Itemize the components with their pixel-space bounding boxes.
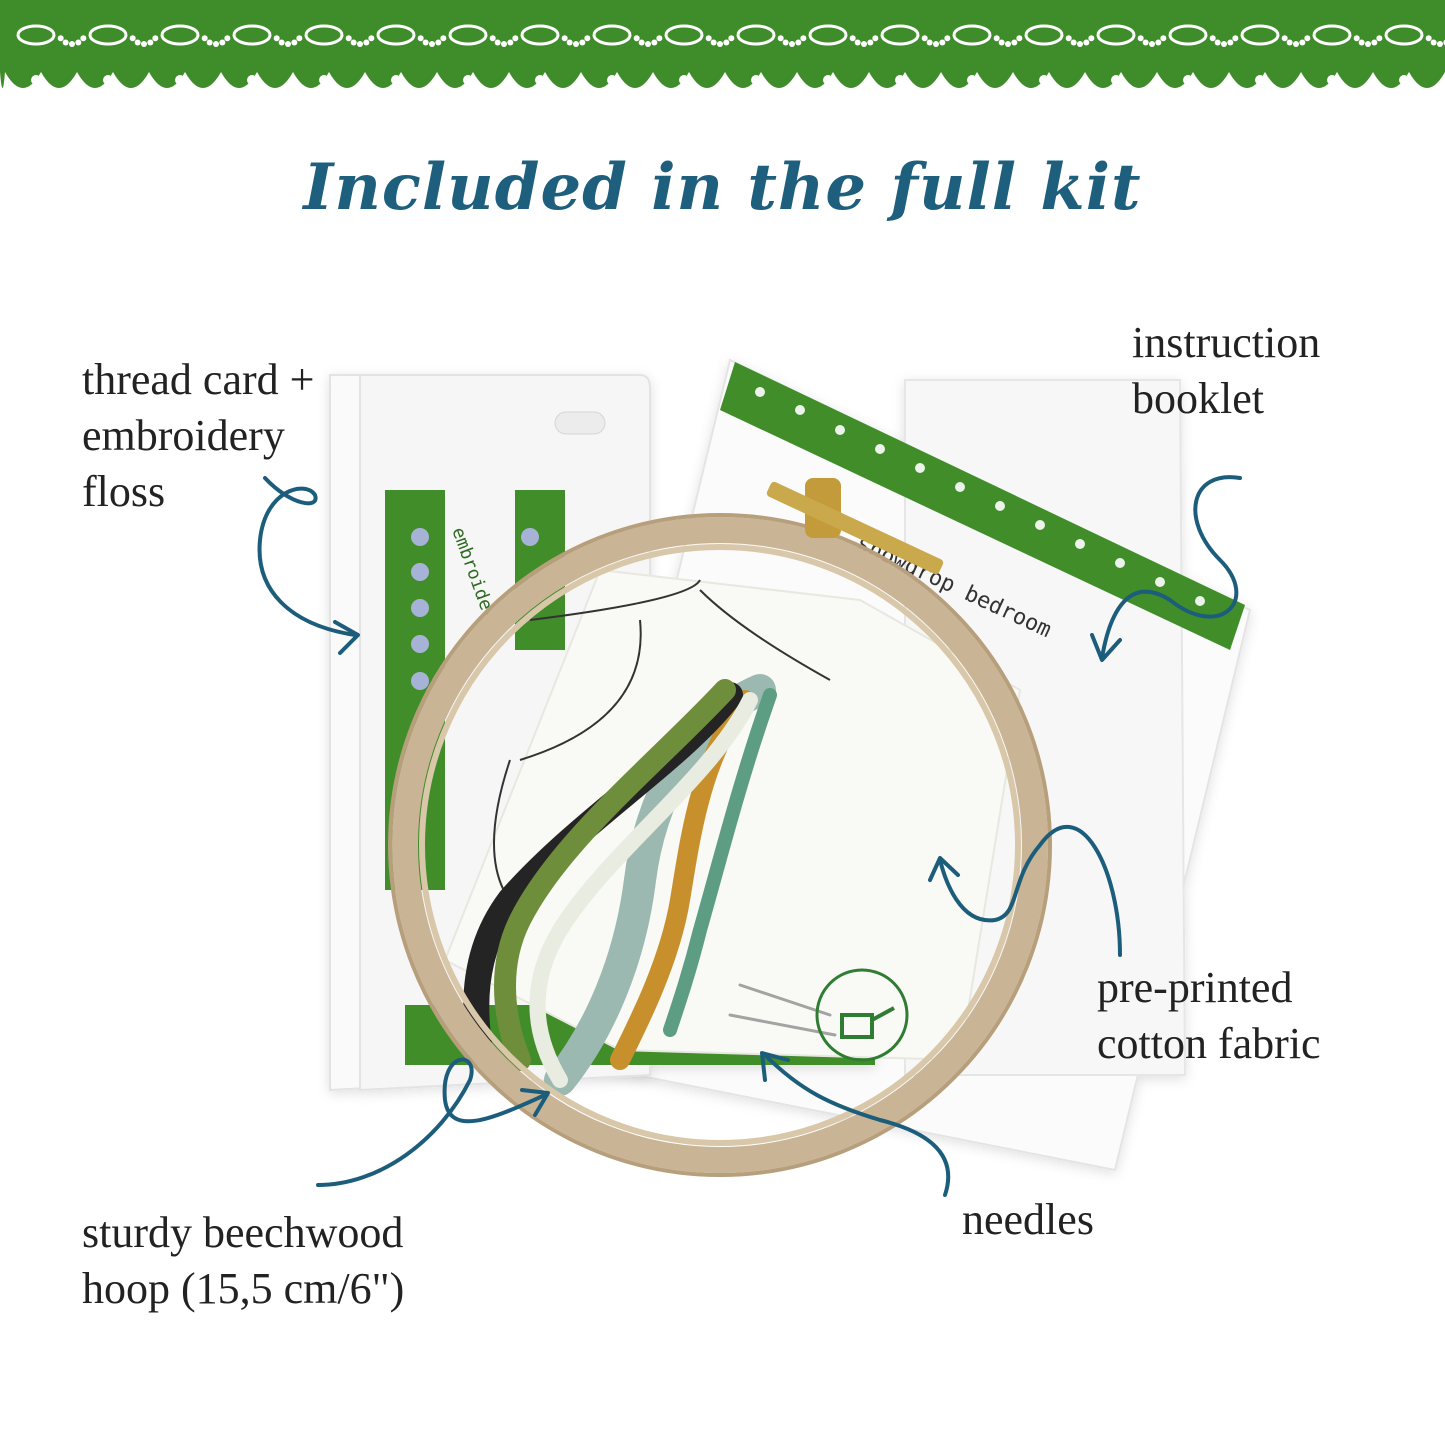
label-fabric: pre-printed cotton fabric [1097,963,1321,1068]
label-hoop: sturdy beechwood hoop (15,5 cm/6") [82,1208,405,1313]
curly-arrow-icon [257,475,1242,1197]
label-needles: needles [962,1195,1094,1244]
watering-can-logo-icon [815,968,909,1062]
label-instruction-booklet: instruction booklet [1132,318,1321,423]
needle-icon [728,983,837,1037]
label-thread-card: thread card + embroidery floss [82,355,315,516]
lace-border-icon [0,0,1445,88]
floss-skein-icon [463,674,777,1096]
page-title: Included in the full kit [303,150,1142,225]
embroidery-hoop-icon [388,478,1052,1177]
